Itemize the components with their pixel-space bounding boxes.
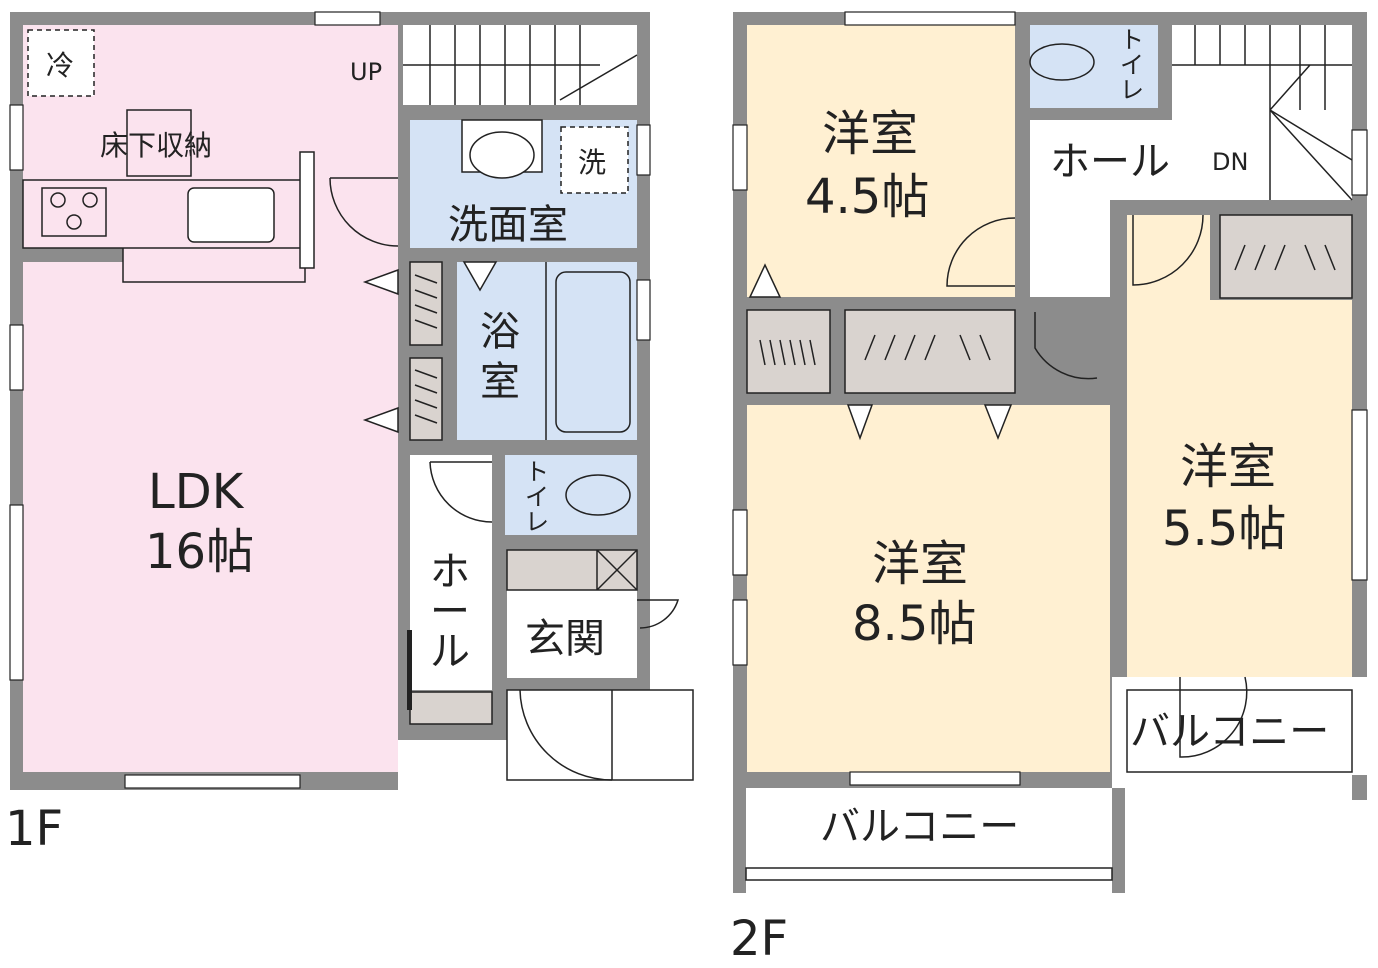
stove-icon xyxy=(41,187,107,237)
room-5-5-size: 5.5帖 xyxy=(1162,501,1286,557)
washbasin-icon xyxy=(469,131,535,179)
ldk-label: LDK xyxy=(148,464,245,520)
room-4-5-size: 4.5帖 xyxy=(805,169,929,225)
stairs-2f xyxy=(1172,25,1352,200)
room-5-5-label: 洋室 xyxy=(1180,439,1276,495)
room-8-5-size: 8.5帖 xyxy=(852,596,976,652)
front-door[interactable] xyxy=(519,689,613,781)
bathtub-icon xyxy=(555,271,631,433)
floor-1: 冷 床下収納 UP 洗 洗面室 浴 室 ト イ レ xyxy=(5,12,694,857)
entrance-label: 玄関 xyxy=(525,616,605,662)
balcony-right-label: バルコニー xyxy=(1130,709,1329,755)
toilet-icon xyxy=(565,474,631,516)
toilet-label-2: イ xyxy=(525,483,549,511)
underfloor-storage-icon xyxy=(126,109,192,177)
hall2-label: ホール xyxy=(1050,139,1170,185)
hall-2f xyxy=(1030,120,1110,297)
hall-label-2: ー xyxy=(430,589,470,635)
room-4-5-label: 洋室 xyxy=(822,106,918,162)
floor-2: ト イ レ ホール DN 洋室 4.5帖 洋室 8.5帖 洋室 5.5帖 バルコ… xyxy=(730,12,1367,967)
hall-label-3: ル xyxy=(430,629,470,675)
up-label: UP xyxy=(350,58,382,86)
room-8-5-label: 洋室 xyxy=(872,536,968,592)
washer-space xyxy=(560,126,629,194)
ldk-area xyxy=(23,25,398,772)
porch xyxy=(506,689,694,781)
toilet2-label-1: ト xyxy=(1120,26,1144,54)
room-4-5 xyxy=(747,25,1015,297)
windows xyxy=(9,11,1368,789)
balcony-bottom-label: バルコニー xyxy=(820,804,1019,850)
washroom-label: 洗面室 xyxy=(448,202,568,248)
toilet-label-1: ト xyxy=(525,458,549,486)
underfloor-label: 床下収納 xyxy=(100,129,212,162)
sink-icon xyxy=(187,187,275,243)
bath-label-1: 浴 xyxy=(480,309,520,355)
hall-label-1: ホ xyxy=(430,549,470,595)
toilet-label-3: レ xyxy=(525,508,549,536)
fridge-label: 冷 xyxy=(46,49,74,82)
hall-1f xyxy=(410,455,492,690)
balcony-rail xyxy=(745,867,1113,881)
toilet2-label-3: レ xyxy=(1120,76,1144,104)
room-8-5 xyxy=(747,405,1110,772)
floor1-label: 1F xyxy=(5,801,63,857)
room-5-5 xyxy=(1127,300,1352,677)
dn-label: DN xyxy=(1212,148,1248,176)
floor2-label: 2F xyxy=(730,911,788,967)
bath-label-2: 室 xyxy=(480,359,520,405)
balcony-right xyxy=(1126,689,1353,773)
toilet-icon xyxy=(1029,43,1095,81)
washer-label: 洗 xyxy=(578,146,606,179)
fridge-space xyxy=(27,29,95,97)
ldk-size: 16帖 xyxy=(145,524,254,580)
toilet2-label-2: イ xyxy=(1120,51,1144,79)
